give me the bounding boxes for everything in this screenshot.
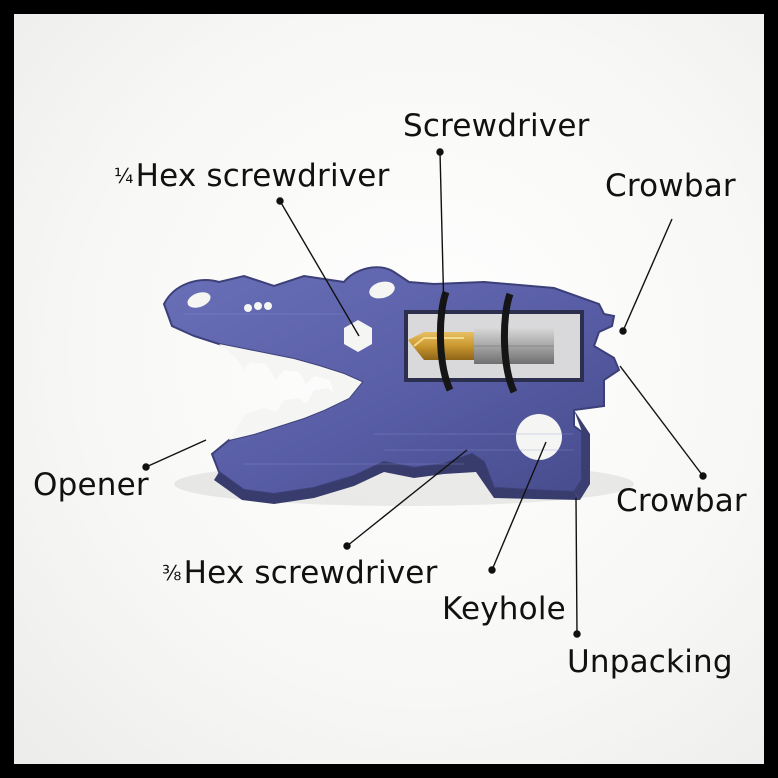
label-three-eighths-hex-text: Hex screwdriver <box>183 555 438 591</box>
label-screwdriver-text: Screwdriver <box>403 108 590 144</box>
label-crowbar-top: Crowbar <box>605 171 736 202</box>
label-screwdriver: Screwdriver <box>403 111 590 142</box>
image-frame: Screwdriver ¼Hex screwdriver Crowbar Cro… <box>14 14 764 764</box>
crocodile-tool-body <box>162 266 621 504</box>
label-unpacking-text: Unpacking <box>567 644 733 680</box>
screwdriver-bit <box>408 328 554 364</box>
label-opener: Opener <box>33 470 149 501</box>
label-crowbar-top-text: Crowbar <box>605 168 736 204</box>
label-quarter-fraction: ¼ <box>114 164 134 188</box>
crocodile-multitool-photo <box>162 266 634 506</box>
label-keyhole-text: Keyhole <box>442 591 566 627</box>
label-quarter-hex-text: Hex screwdriver <box>135 158 390 194</box>
label-crowbar-bottom-text: Crowbar <box>616 483 747 519</box>
label-opener-text: Opener <box>33 467 149 503</box>
label-unpacking: Unpacking <box>567 647 733 678</box>
label-crowbar-bottom: Crowbar <box>616 486 747 517</box>
label-keyhole: Keyhole <box>442 594 566 625</box>
label-three-eighths-fraction: ⅜ <box>162 561 182 585</box>
mouth-teeth <box>219 344 362 440</box>
label-three-eighths-hex-screwdriver: ⅜Hex screwdriver <box>162 558 438 589</box>
label-quarter-hex-screwdriver: ¼Hex screwdriver <box>114 161 390 192</box>
